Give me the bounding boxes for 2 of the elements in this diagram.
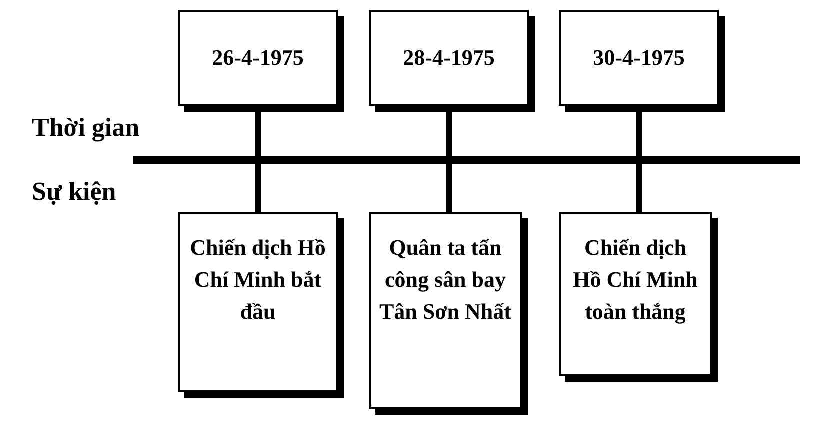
axis-label: Sự kiện — [32, 176, 116, 208]
axis-label: Thời gian — [32, 112, 140, 144]
